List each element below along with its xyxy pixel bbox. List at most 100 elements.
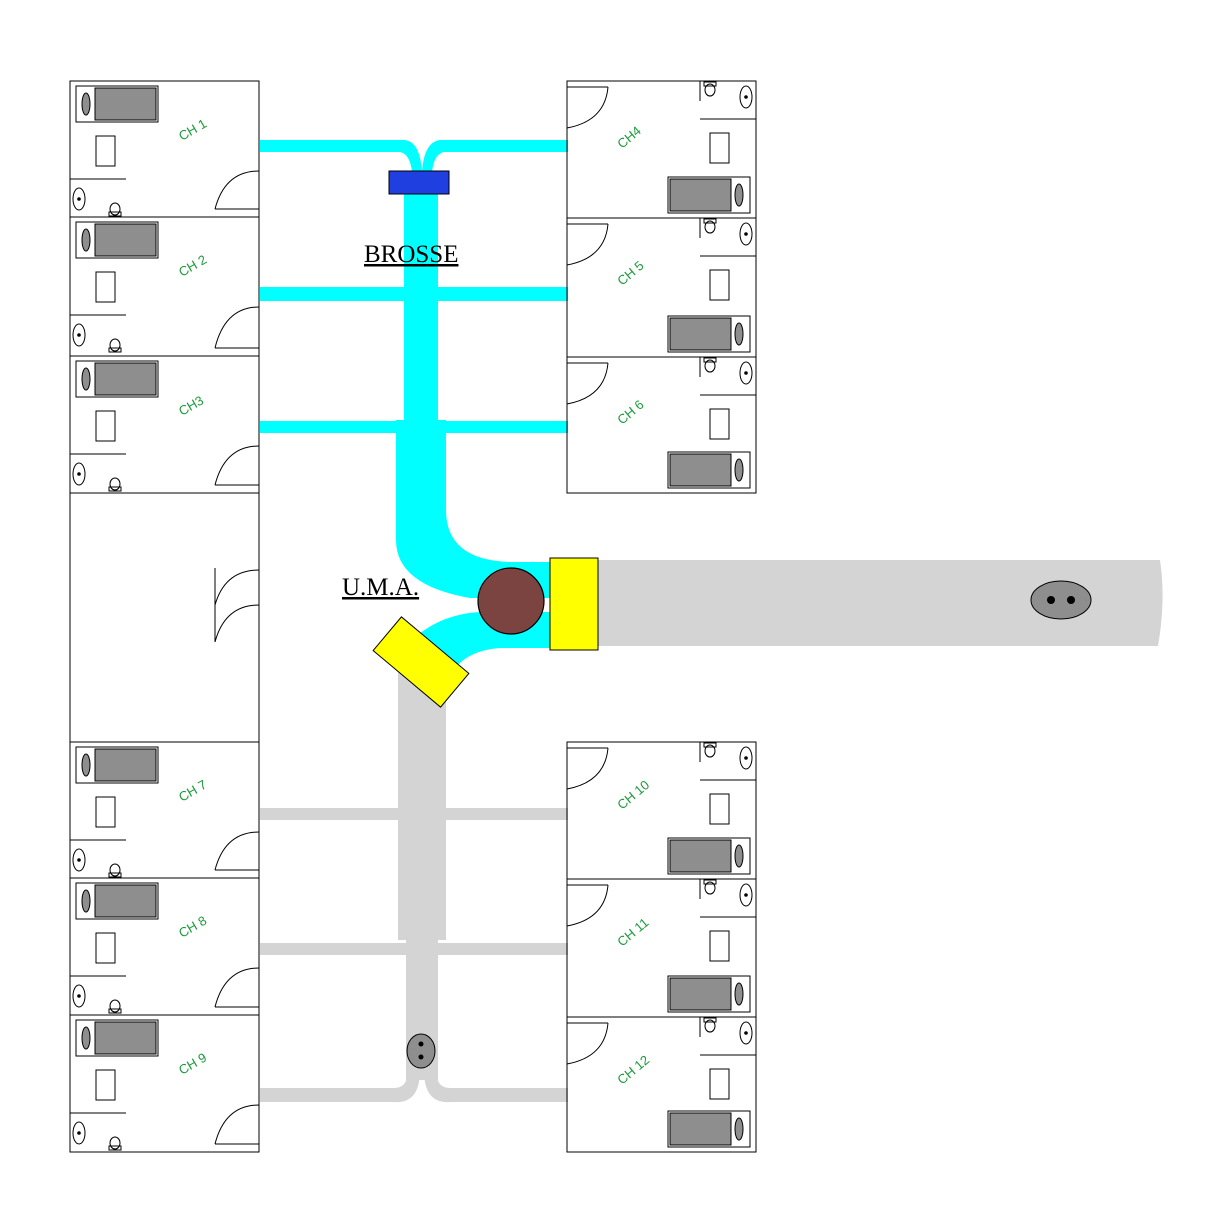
room-label: CH 12 xyxy=(614,1052,652,1087)
bed-icon xyxy=(75,882,159,920)
supply-branch-ch1 xyxy=(260,140,422,172)
washbasin-icon xyxy=(72,984,86,1008)
bed-icon xyxy=(667,315,751,353)
supply-branch-ch6 xyxy=(436,421,568,433)
outlet-duct xyxy=(597,560,1163,646)
washbasin-icon xyxy=(739,361,753,385)
extract-duct-network xyxy=(260,560,1163,1103)
room-label: CH4 xyxy=(614,123,644,151)
uma-label: U.M.A. xyxy=(342,574,419,601)
brosse-label: BROSSE xyxy=(364,241,458,268)
room-ch5: CH 5 xyxy=(566,217,757,358)
bed-icon xyxy=(667,1110,751,1148)
door-swing-icon xyxy=(566,223,609,266)
nightstand-icon xyxy=(95,1069,116,1101)
washbasin-icon xyxy=(72,187,86,211)
toilet-icon xyxy=(108,477,122,492)
bed-icon xyxy=(75,85,159,123)
extract-branch-ch12 xyxy=(424,1070,568,1103)
room-label: CH 10 xyxy=(614,777,652,812)
room-label: CH3 xyxy=(176,393,206,419)
toilet-icon xyxy=(703,1017,717,1033)
room-label: CH 9 xyxy=(176,1050,209,1078)
room-ch9: CH 9 xyxy=(69,1014,260,1153)
door-swing-icon xyxy=(214,831,260,871)
extract-trunk-upper xyxy=(398,670,446,940)
bed-icon xyxy=(75,1019,159,1057)
washbasin-icon xyxy=(739,85,753,109)
extract-branch-ch11 xyxy=(436,943,568,955)
door-swing-icon xyxy=(214,967,260,1008)
nightstand-icon xyxy=(95,271,116,303)
toilet-icon xyxy=(108,999,122,1014)
bed-icon xyxy=(75,221,159,259)
nightstand-icon xyxy=(709,408,730,440)
room-label: CH 2 xyxy=(176,252,209,280)
toilet-icon xyxy=(703,357,717,373)
extract-branch-ch8 xyxy=(260,943,410,955)
extract-grille-outlet xyxy=(1030,580,1092,620)
extract-branch-ch7 xyxy=(260,808,400,820)
bed-icon xyxy=(667,837,751,875)
nightstand-icon xyxy=(709,1068,730,1100)
door-swing-icon xyxy=(566,362,609,405)
nightstand-icon xyxy=(95,796,116,828)
washbasin-icon xyxy=(72,462,86,486)
bed-icon xyxy=(667,975,751,1013)
filter-right xyxy=(549,557,599,651)
toilet-icon xyxy=(703,218,717,234)
nightstand-icon xyxy=(709,793,730,825)
toilet-icon xyxy=(108,863,122,878)
brush-unit xyxy=(388,170,450,195)
room-outline xyxy=(566,1016,757,1153)
empty-room xyxy=(69,492,260,743)
washbasin-icon xyxy=(739,883,753,907)
washbasin-icon xyxy=(72,323,86,347)
rooms-layer: CH 1 CH 2 CH3 CH4 CH 5 CH 6 CH 7 CH 8 CH 9 CH 10 C… xyxy=(69,80,757,1153)
bed-icon xyxy=(75,746,159,784)
supply-trunk-upper xyxy=(404,190,438,430)
door-swing-icon xyxy=(566,86,609,129)
room-ch1: CH 1 xyxy=(69,80,260,218)
toilet-icon xyxy=(108,202,122,217)
bed-icon xyxy=(667,176,751,214)
toilet-icon xyxy=(703,81,717,97)
supply-branch-ch4 xyxy=(422,140,568,172)
door-swing-icon xyxy=(214,1104,260,1145)
door-swing-icon xyxy=(214,445,260,486)
room-label: CH 8 xyxy=(176,913,209,941)
room-ch3: CH3 xyxy=(69,355,260,494)
room-label: CH 7 xyxy=(176,777,209,805)
fan-unit xyxy=(477,567,545,635)
washbasin-icon xyxy=(739,222,753,246)
door-swing-icon xyxy=(214,306,260,349)
nightstand-icon xyxy=(709,930,730,962)
extract-branch-ch10 xyxy=(444,808,568,820)
washbasin-icon xyxy=(72,1121,86,1145)
door-swing-icon xyxy=(566,1022,609,1065)
washbasin-icon xyxy=(739,746,753,770)
supply-trunk-lower xyxy=(396,420,446,510)
toilet-icon xyxy=(108,338,122,353)
door-swing-icon xyxy=(566,747,609,790)
toilet-icon xyxy=(703,879,717,895)
room-ch6: CH 6 xyxy=(566,356,757,494)
supply-branch-ch2 xyxy=(260,287,406,301)
room-ch11: CH 11 xyxy=(566,878,757,1018)
room-label: CH 6 xyxy=(614,397,646,428)
supply-branch-ch5 xyxy=(436,287,568,301)
washbasin-icon xyxy=(72,848,86,872)
room-ch4: CH4 xyxy=(566,80,757,219)
room-ch2: CH 2 xyxy=(69,216,260,357)
bed-icon xyxy=(75,360,159,398)
door-swing-icon xyxy=(214,170,260,210)
room-outline xyxy=(566,356,757,494)
nightstand-icon xyxy=(709,269,730,301)
room-ch7: CH 7 xyxy=(69,741,260,879)
washbasin-icon xyxy=(739,1021,753,1045)
room-label: CH 5 xyxy=(614,258,646,289)
toilet-icon xyxy=(703,742,717,758)
nightstand-icon xyxy=(709,132,730,164)
nightstand-icon xyxy=(95,932,116,964)
